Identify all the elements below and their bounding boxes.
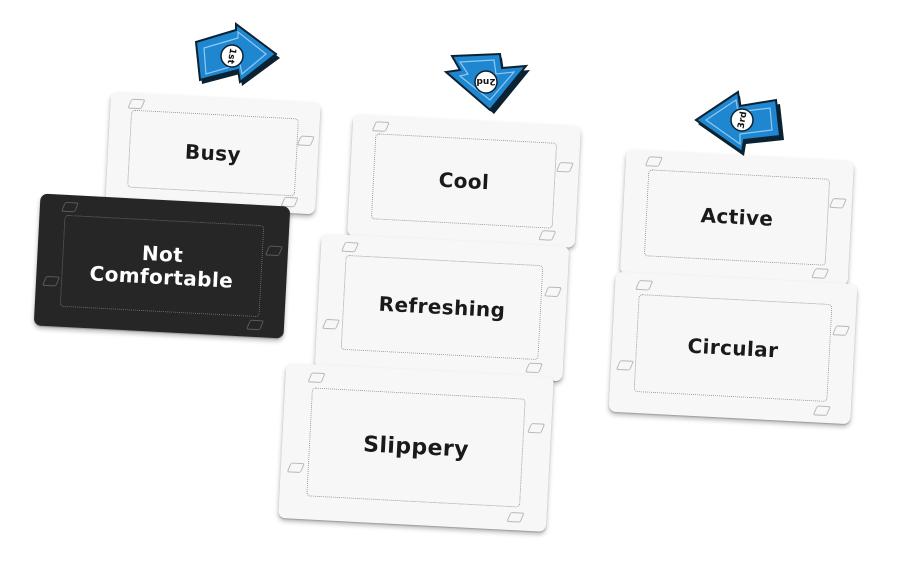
corner-mark-icon <box>322 318 341 330</box>
card-word: Cool <box>438 167 490 194</box>
word-card-slippery[interactable]: Slippery <box>278 363 554 532</box>
corner-mark-icon <box>616 360 635 371</box>
rank-label: 3rd <box>737 111 750 130</box>
card-word: Not Comfortable <box>89 240 234 293</box>
corner-mark-icon <box>60 201 79 212</box>
corner-mark-icon <box>371 121 390 132</box>
corner-mark-icon <box>555 161 575 173</box>
corner-mark-icon <box>829 197 848 209</box>
corner-mark-icon <box>264 245 283 256</box>
word-card-circular[interactable]: Circular <box>608 271 858 425</box>
corner-mark-icon <box>341 241 360 253</box>
corner-mark-icon <box>307 372 326 383</box>
corner-mark-icon <box>527 422 546 434</box>
corner-mark-icon <box>644 156 663 168</box>
word-card-active[interactable]: Active <box>619 149 855 286</box>
rank-marker-3rd[interactable]: 3rd <box>694 88 786 156</box>
card-word: Busy <box>184 139 242 166</box>
corner-mark-icon <box>538 230 557 241</box>
arrow-down-icon: 2nd <box>443 52 530 114</box>
rank-label: 1st <box>225 47 238 65</box>
rank-label: 2nd <box>476 76 495 86</box>
word-card-not-comfortable[interactable]: Not Comfortable <box>33 193 291 339</box>
arrow-left-icon: 3rd <box>694 90 784 156</box>
card-word: Active <box>700 203 774 231</box>
card-word: Circular <box>687 333 780 362</box>
corner-mark-icon <box>634 279 653 291</box>
arrow-right-icon: 1st <box>194 22 280 86</box>
corner-mark-icon <box>811 267 830 279</box>
word-card-busy[interactable]: Busy <box>105 91 321 215</box>
corner-mark-icon <box>296 135 315 146</box>
word-card-cool[interactable]: Cool <box>346 114 582 248</box>
corner-mark-icon <box>831 325 850 336</box>
rank-marker-2nd[interactable]: 2nd <box>440 52 532 118</box>
corner-mark-icon <box>543 285 562 297</box>
corner-mark-icon <box>245 320 264 331</box>
rank-marker-1st[interactable]: 1st <box>192 22 284 90</box>
corner-mark-icon <box>286 461 305 473</box>
card-word: Slippery <box>362 432 470 463</box>
corner-mark-icon <box>41 276 60 287</box>
word-card-refreshing[interactable]: Refreshing <box>314 233 570 382</box>
corner-mark-icon <box>524 362 543 374</box>
corner-mark-icon <box>813 405 832 417</box>
corner-mark-icon <box>127 98 146 109</box>
corner-mark-icon <box>506 512 525 523</box>
